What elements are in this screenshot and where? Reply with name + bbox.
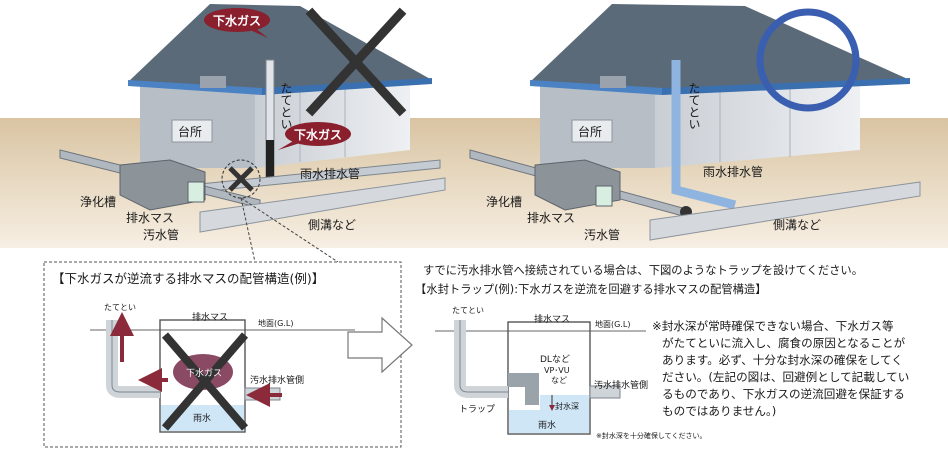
left-rain-pipe-label: 雨水排水管 (300, 167, 361, 181)
gas-badge-mid (285, 122, 351, 146)
left-drain-box-label: 排水マス (126, 211, 175, 225)
left-kitchen-window (171, 119, 213, 143)
bad-sewage-side-label: 汚水排水管側 (250, 376, 305, 386)
left-small-cross (228, 166, 254, 192)
good-vpvu-label-2: など (551, 376, 567, 385)
left-sewage-pipe-label: 汚水管 (143, 228, 180, 242)
good-diagram (435, 320, 646, 435)
left-septic-tank (119, 159, 206, 211)
good-rain-label: 雨水 (538, 421, 557, 431)
right-sewage-pipe-label: 汚水管 (584, 228, 621, 242)
left-gutter (199, 177, 446, 233)
good-seal-depth-label: 封水深 (555, 402, 579, 411)
gas-badge-top (204, 8, 270, 32)
bad-rain-label: 雨水 (193, 414, 212, 424)
bad-downspout-label: たてとい (104, 303, 136, 312)
good-dl-label: DLなど (540, 355, 570, 365)
good-downspout-label: たてとい (452, 306, 484, 315)
bad-ground-label: 地面(G.L) (258, 319, 294, 328)
right-kitchen-label: 台所 (578, 125, 603, 139)
gas-badge-mid-text: 下水ガス (294, 128, 343, 142)
right-drain-box-label: 排水マス (527, 211, 576, 225)
right-ok-circle (756, 8, 860, 112)
right-gutter-label: 側溝など (773, 218, 822, 232)
good-rain-water (509, 410, 589, 433)
gas-badge-top-text: 下水ガス (213, 14, 262, 28)
right-downspout (671, 60, 737, 210)
left-gutter-label: 側溝など (308, 218, 357, 232)
good-ground-label: 地面(G.L) (595, 320, 631, 329)
right-house-front-wall (655, 82, 860, 168)
left-kitchen-label: 台所 (178, 125, 203, 139)
left-dashed-circle (221, 159, 261, 199)
left-drain-box (187, 181, 205, 203)
good-vpvu-label: VP･VU (544, 366, 570, 375)
left-big-cross (305, 7, 407, 117)
right-kitchen-window (571, 119, 613, 143)
bad-drain-box-label: 排水マス (192, 313, 229, 323)
notes-line: ※封水深が常時確保できない場合、下水ガス等 (652, 319, 894, 333)
bad-gas-label: 下水ガス (186, 369, 223, 379)
good-sewage-side-label: 汚水排水管側 (594, 381, 649, 391)
bad-diagram-cross (161, 332, 249, 431)
left-house (59, 4, 446, 233)
left-downspout-label: たてとい (279, 82, 293, 130)
right-house (469, 4, 921, 241)
intro-line2: 【水封トラップ(例):下水ガスを逆流を回避する排水マスの配管構造】 (415, 283, 767, 296)
good-trap-label: トラップ (459, 405, 496, 415)
right-septic-label: 浄化槽 (486, 195, 523, 209)
dl-elbow (508, 373, 539, 405)
notes-line: ださい。(左記の図は、回避例として記載してい (662, 370, 910, 384)
right-house-roof (530, 4, 910, 92)
big-right-arrow (347, 316, 413, 374)
right-rain-pipe-label: 雨水排水管 (703, 165, 764, 179)
left-septic-label: 浄化槽 (80, 195, 117, 209)
right-gutter (649, 181, 921, 241)
good-drain-box-label: 排水マス (534, 315, 571, 325)
right-downspout-label: たてとい (687, 82, 701, 130)
bad-diagram-title: 【下水ガスが逆流する排水マスの配管構造(例)】 (52, 271, 325, 286)
left-house-roof-edge (262, 78, 432, 95)
notes-line: るものであり、下水ガスの逆流回避を保証する (662, 387, 905, 401)
bad-diagram (90, 312, 355, 433)
notes-block: ※封水深が常時確保できない場合、下水ガス等 がたてといに流入し、腐食の原因となる… (652, 318, 944, 420)
left-house-roof (128, 4, 432, 92)
notes-line: あります。必ず、十分な封水深の確保をしてく (662, 353, 903, 367)
notes-line: がたてといに流入し、腐食の原因となることが (662, 336, 906, 350)
right-drain-box (595, 185, 613, 207)
notes-line: ものではありません。) (662, 404, 777, 418)
good-footnote: ※封水深を十分確保してください。 (596, 432, 707, 440)
intro-line1: すでに汚水排水管へ接続されている場合は、下図のようなトラップを設けてください。 (423, 264, 864, 277)
